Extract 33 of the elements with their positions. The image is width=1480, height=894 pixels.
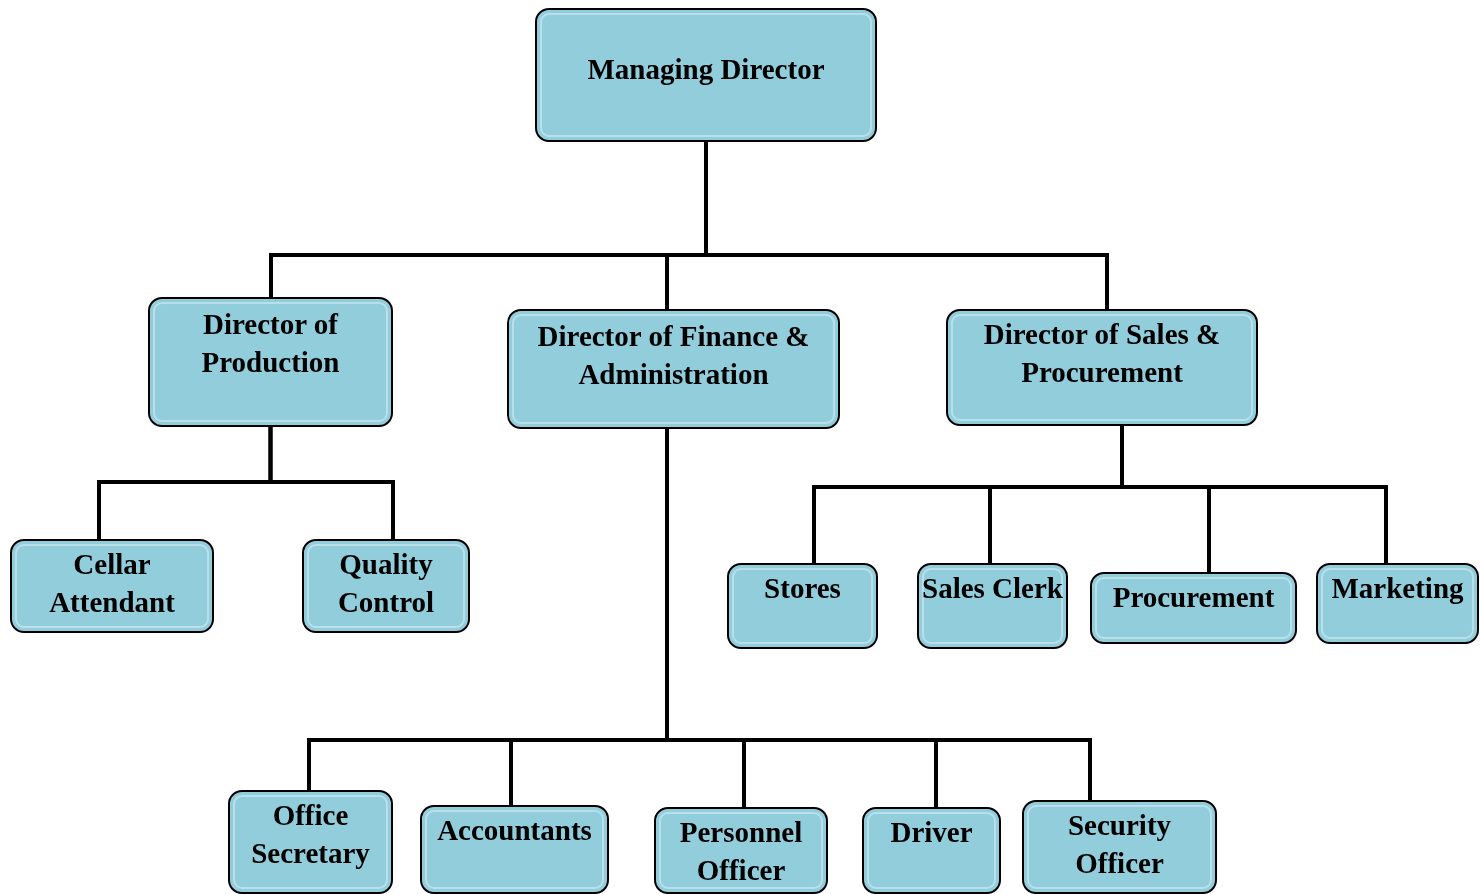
role-box: [654, 807, 828, 894]
connector-line: [268, 427, 395, 539]
role-title: Procurement: [1112, 580, 1275, 615]
role-title: Personnel Officer: [678, 815, 804, 888]
role-box: [228, 790, 393, 894]
role-title: Director of Sales & Procurement: [982, 317, 1222, 390]
role-box: [507, 309, 840, 429]
role-title: Cellar Attendant: [48, 547, 176, 620]
role-box: [862, 807, 1001, 894]
role-box: [10, 539, 214, 633]
role-title: Director of Production: [200, 307, 341, 380]
role-box: [727, 563, 878, 649]
role-title: Security Officer: [1066, 808, 1173, 881]
role-title: Office Secretary: [250, 798, 371, 871]
role-box: [420, 805, 609, 894]
role-title: Accountants: [437, 813, 592, 848]
role-box: [302, 539, 470, 633]
role-title: Driver: [890, 815, 973, 850]
role-title: Director of Finance & Administration: [536, 319, 811, 392]
connector-line: [704, 142, 1109, 309]
role-box: [917, 563, 1068, 649]
role-box: [946, 309, 1258, 426]
role-box: [148, 297, 393, 427]
connector-line: [1120, 426, 1388, 563]
role-box: [535, 8, 877, 142]
role-title: Marketing: [1331, 571, 1464, 606]
role-box: [1316, 563, 1479, 644]
role-box: [1090, 572, 1297, 644]
role-title: Quality Control: [336, 547, 436, 620]
role-title: Stores: [764, 571, 841, 606]
role-title: Sales Clerk: [922, 571, 1063, 606]
role-title: Managing Director: [587, 52, 825, 87]
role-box: [1022, 800, 1217, 894]
